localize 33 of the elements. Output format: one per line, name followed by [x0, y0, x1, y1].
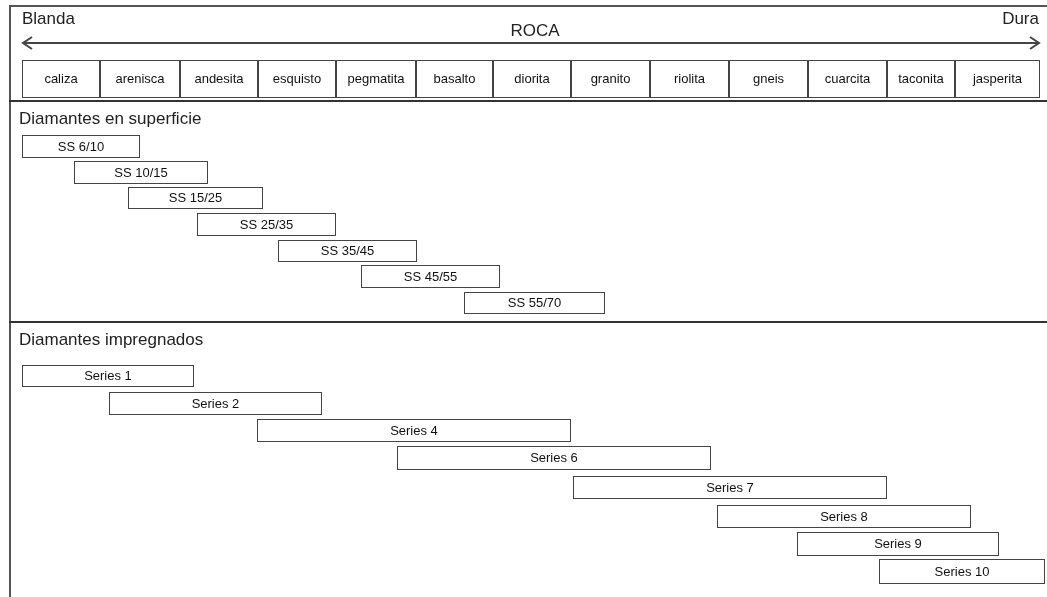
rock-type-cell: gneis: [729, 60, 808, 98]
range-bar: Series 2: [109, 392, 322, 415]
rock-type-cell: diorita: [493, 60, 571, 98]
range-bar: SS 15/25: [128, 187, 263, 209]
rock-type-cell: jasperita: [955, 60, 1040, 98]
range-bar: Series 9: [797, 532, 999, 556]
rock-type-cell: cuarcita: [808, 60, 887, 98]
range-bar: SS 35/45: [278, 240, 417, 262]
rock-type-cell: andesita: [180, 60, 258, 98]
range-bar: SS 25/35: [197, 213, 336, 236]
rock-type-cell: esquisto: [258, 60, 336, 98]
range-bar: SS 55/70: [464, 292, 605, 314]
axis-label: ROCA: [509, 20, 561, 42]
rock-type-cell: arenisca: [100, 60, 180, 98]
section-heading: Diamantes en superficie: [19, 108, 202, 130]
rock-type-cell: basalto: [416, 60, 493, 98]
range-bar: SS 6/10: [22, 135, 140, 158]
rock-type-cell: pegmatita: [336, 60, 416, 98]
range-bar: Series 7: [573, 476, 887, 499]
range-bar: Series 8: [717, 505, 971, 528]
rock-type-cell: riolita: [650, 60, 729, 98]
section-heading: Diamantes impregnados: [19, 329, 204, 351]
range-bar: Series 1: [22, 365, 194, 387]
range-bar: Series 10: [879, 559, 1045, 584]
axis-label: Blanda: [22, 8, 75, 30]
rock-type-cell: taconita: [887, 60, 955, 98]
rock-type-cell: caliza: [22, 60, 100, 98]
range-bar: Series 4: [257, 419, 571, 442]
range-bar: SS 45/55: [361, 265, 500, 288]
axis-label: Dura: [1002, 8, 1039, 30]
range-bar: SS 10/15: [74, 161, 208, 184]
range-bar: Series 6: [397, 446, 711, 470]
rock-type-cell: granito: [571, 60, 650, 98]
